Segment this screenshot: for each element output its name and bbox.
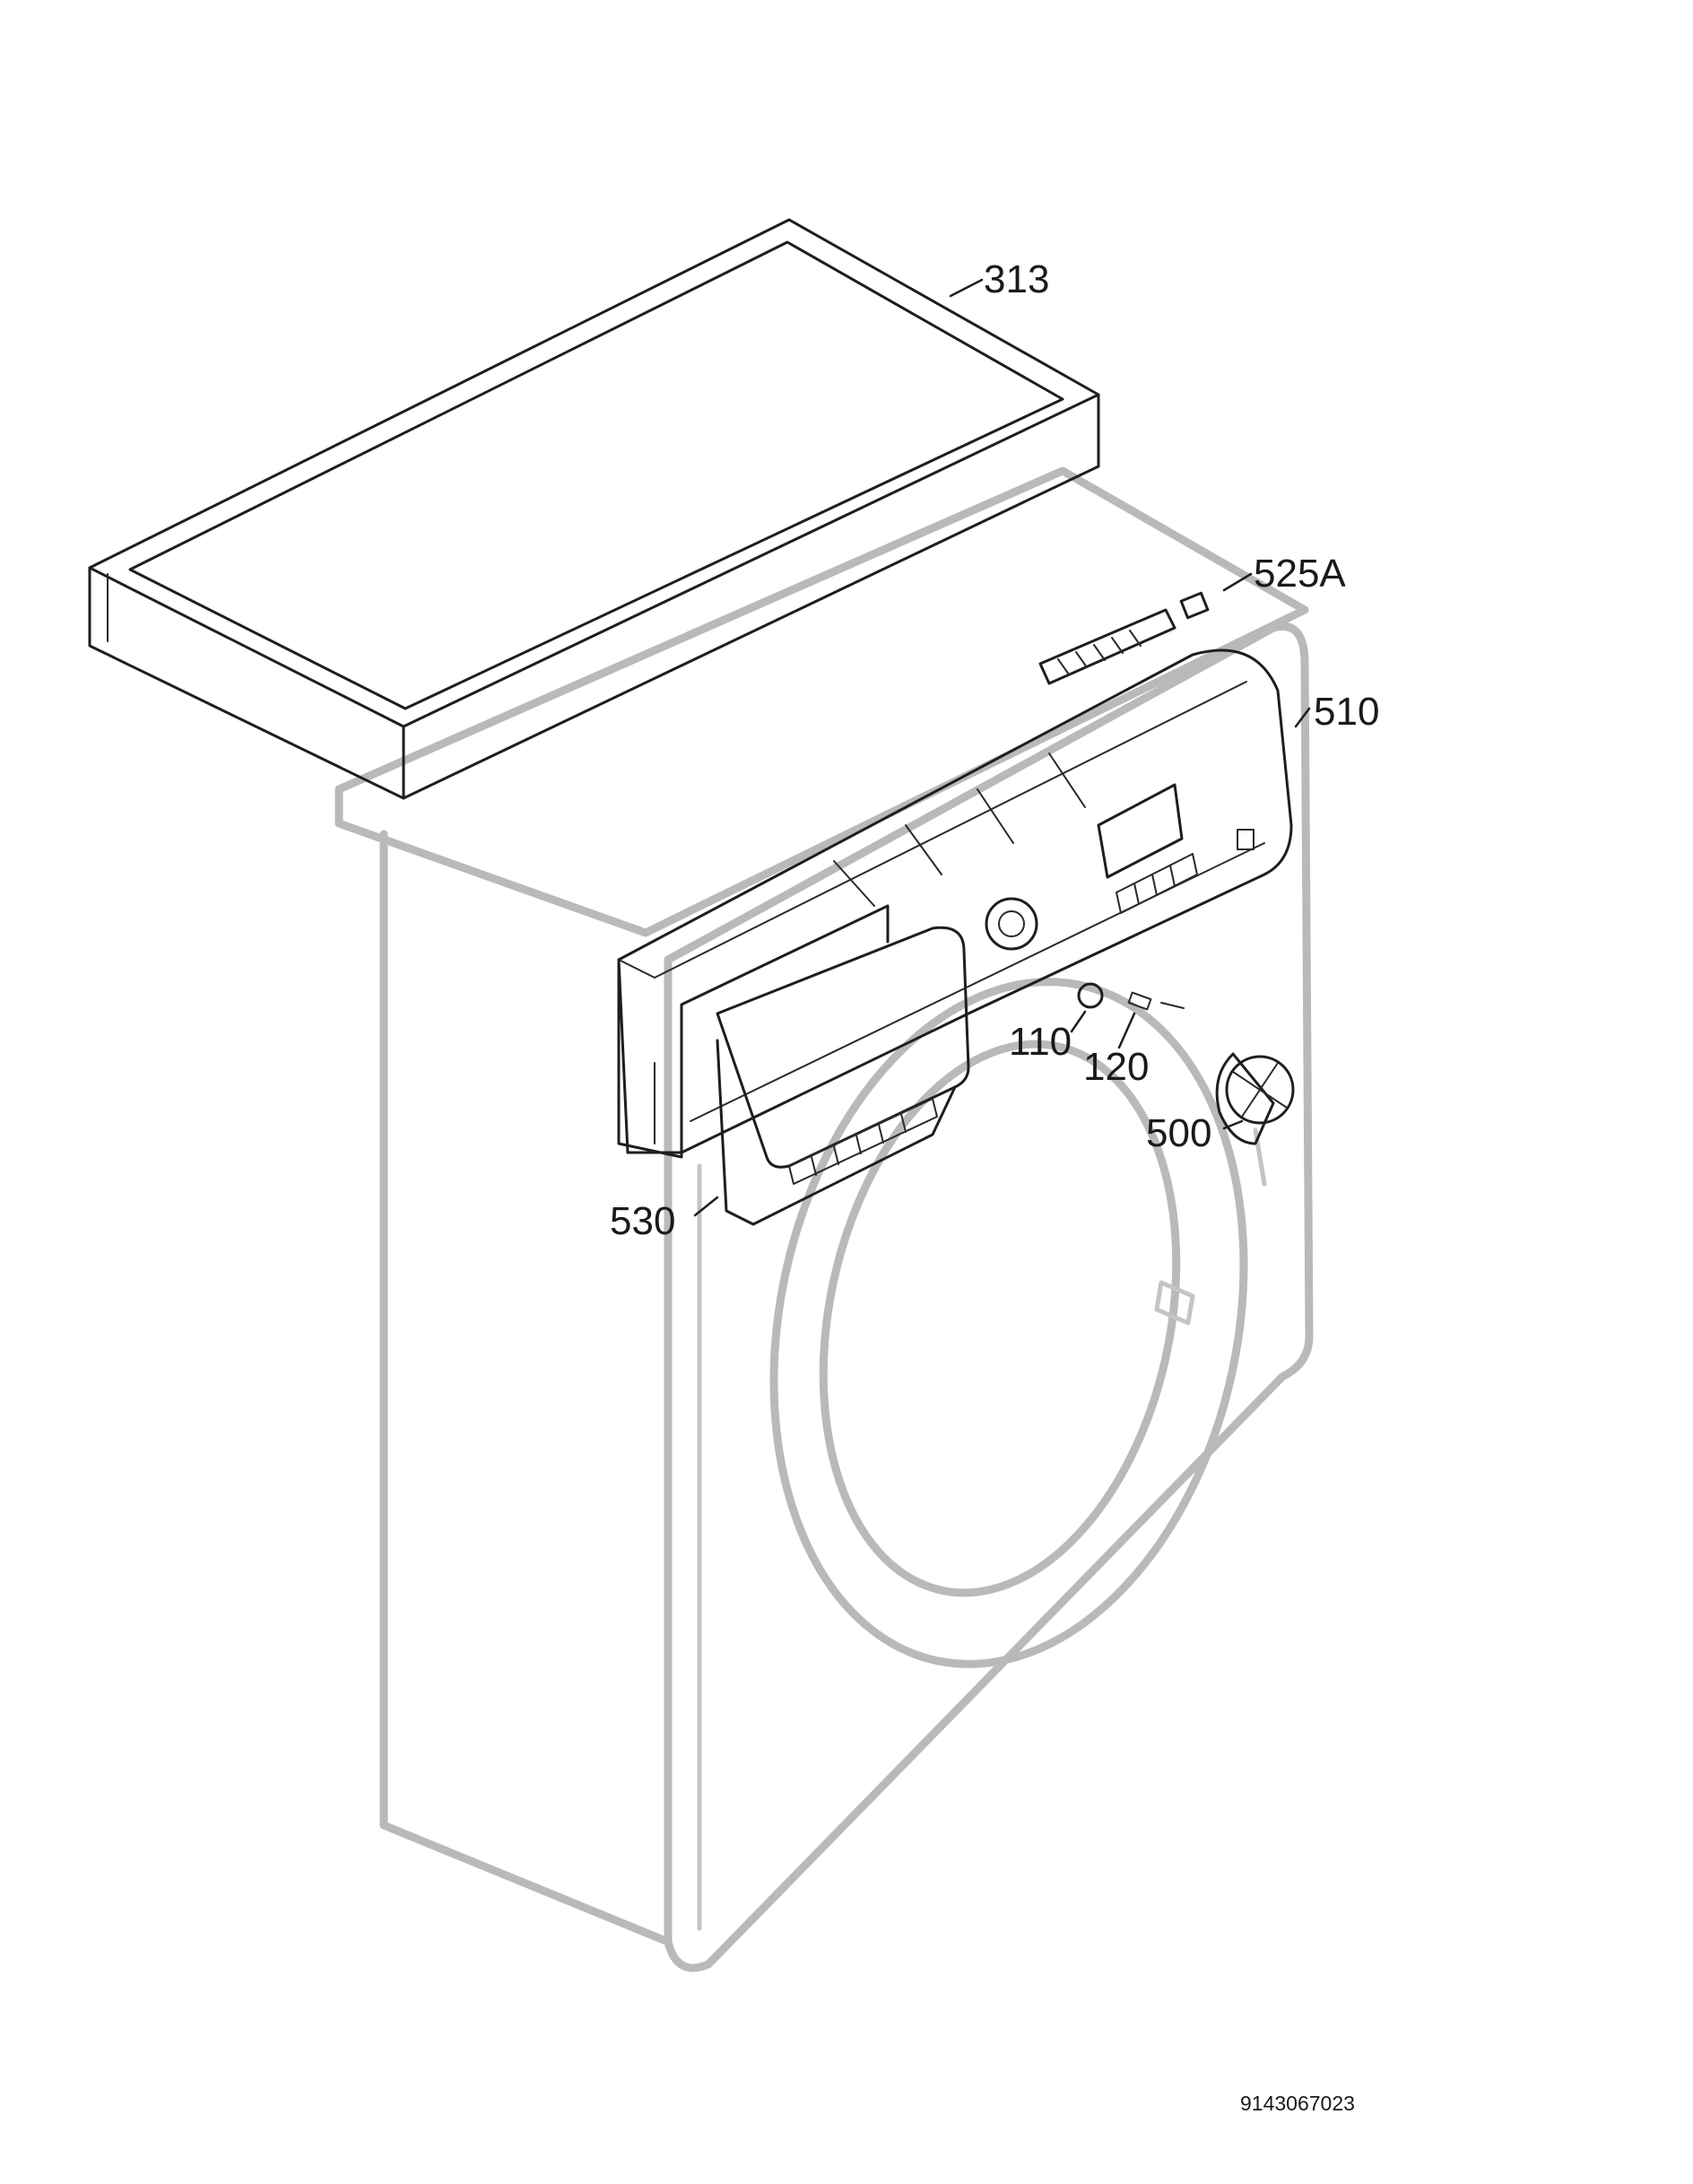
panel-display-window (1097, 783, 1184, 879)
button-strip-outline (1038, 608, 1176, 685)
panel-outline (617, 648, 1293, 1154)
leader-500 (1222, 1119, 1244, 1130)
cabinet-ghost (334, 466, 1314, 1972)
spring-axis-line (1160, 1002, 1185, 1009)
drawer-tray (716, 1039, 957, 1226)
control-panel-510 (617, 648, 1293, 1154)
leader-313 (949, 278, 984, 298)
callout-500: 500 (1146, 1111, 1212, 1155)
indicator-lens-110 (1077, 982, 1104, 1009)
drawer-housing (617, 904, 890, 1159)
leader-120 (1117, 1012, 1136, 1049)
button-strip-keys (1057, 630, 1142, 675)
document-number: 9143067023 (1240, 2092, 1355, 2115)
button-strip-525a (1038, 591, 1210, 685)
drawer-grille (788, 1098, 938, 1185)
selector-knob-500 (1215, 1052, 1295, 1145)
detergent-drawer-530 (617, 904, 970, 1226)
leader-510 (1294, 707, 1311, 728)
knob-grip-cross (1232, 1062, 1288, 1118)
spring-120 (1127, 991, 1185, 1011)
door-inner-ring-ghost (819, 1040, 1181, 1597)
panel-selector-socket-inner (998, 910, 1025, 937)
door-handle-ghost (1154, 1280, 1195, 1326)
cabinet-front-ghost (664, 622, 1314, 1972)
lid-top-face (88, 218, 1100, 728)
cabinet-left-side-ghost (379, 830, 673, 1946)
lid-inner-rim (128, 240, 1064, 710)
lid-front-right (402, 393, 1100, 800)
cabinet-top-ghost (334, 466, 1309, 937)
callout-313: 313 (984, 257, 1050, 301)
callout-120: 120 (1083, 1045, 1150, 1089)
knob-face (1225, 1055, 1295, 1125)
button-strip-end-key (1179, 591, 1210, 620)
panel-top-edge (618, 681, 1247, 979)
callout-530: 530 (610, 1199, 676, 1243)
leader-lines (693, 278, 1311, 1217)
panel-badge (1237, 829, 1255, 850)
panel-button-row (1116, 853, 1198, 914)
drawer-front (716, 926, 970, 1169)
leader-525a (1222, 572, 1253, 592)
callout-525a: 525A (1254, 552, 1346, 596)
leader-530 (693, 1196, 719, 1217)
panel-segment-lines (833, 753, 1086, 907)
knob-body (1215, 1052, 1275, 1145)
door-outer-ring-ghost (769, 978, 1248, 1668)
callout-110: 110 (1009, 1020, 1072, 1064)
lid-front-left (88, 566, 405, 800)
worktop-lid-313 (88, 218, 1100, 800)
leader-110 (1070, 1010, 1087, 1033)
panel-selector-socket (985, 897, 1038, 951)
callout-510: 510 (1314, 690, 1380, 734)
